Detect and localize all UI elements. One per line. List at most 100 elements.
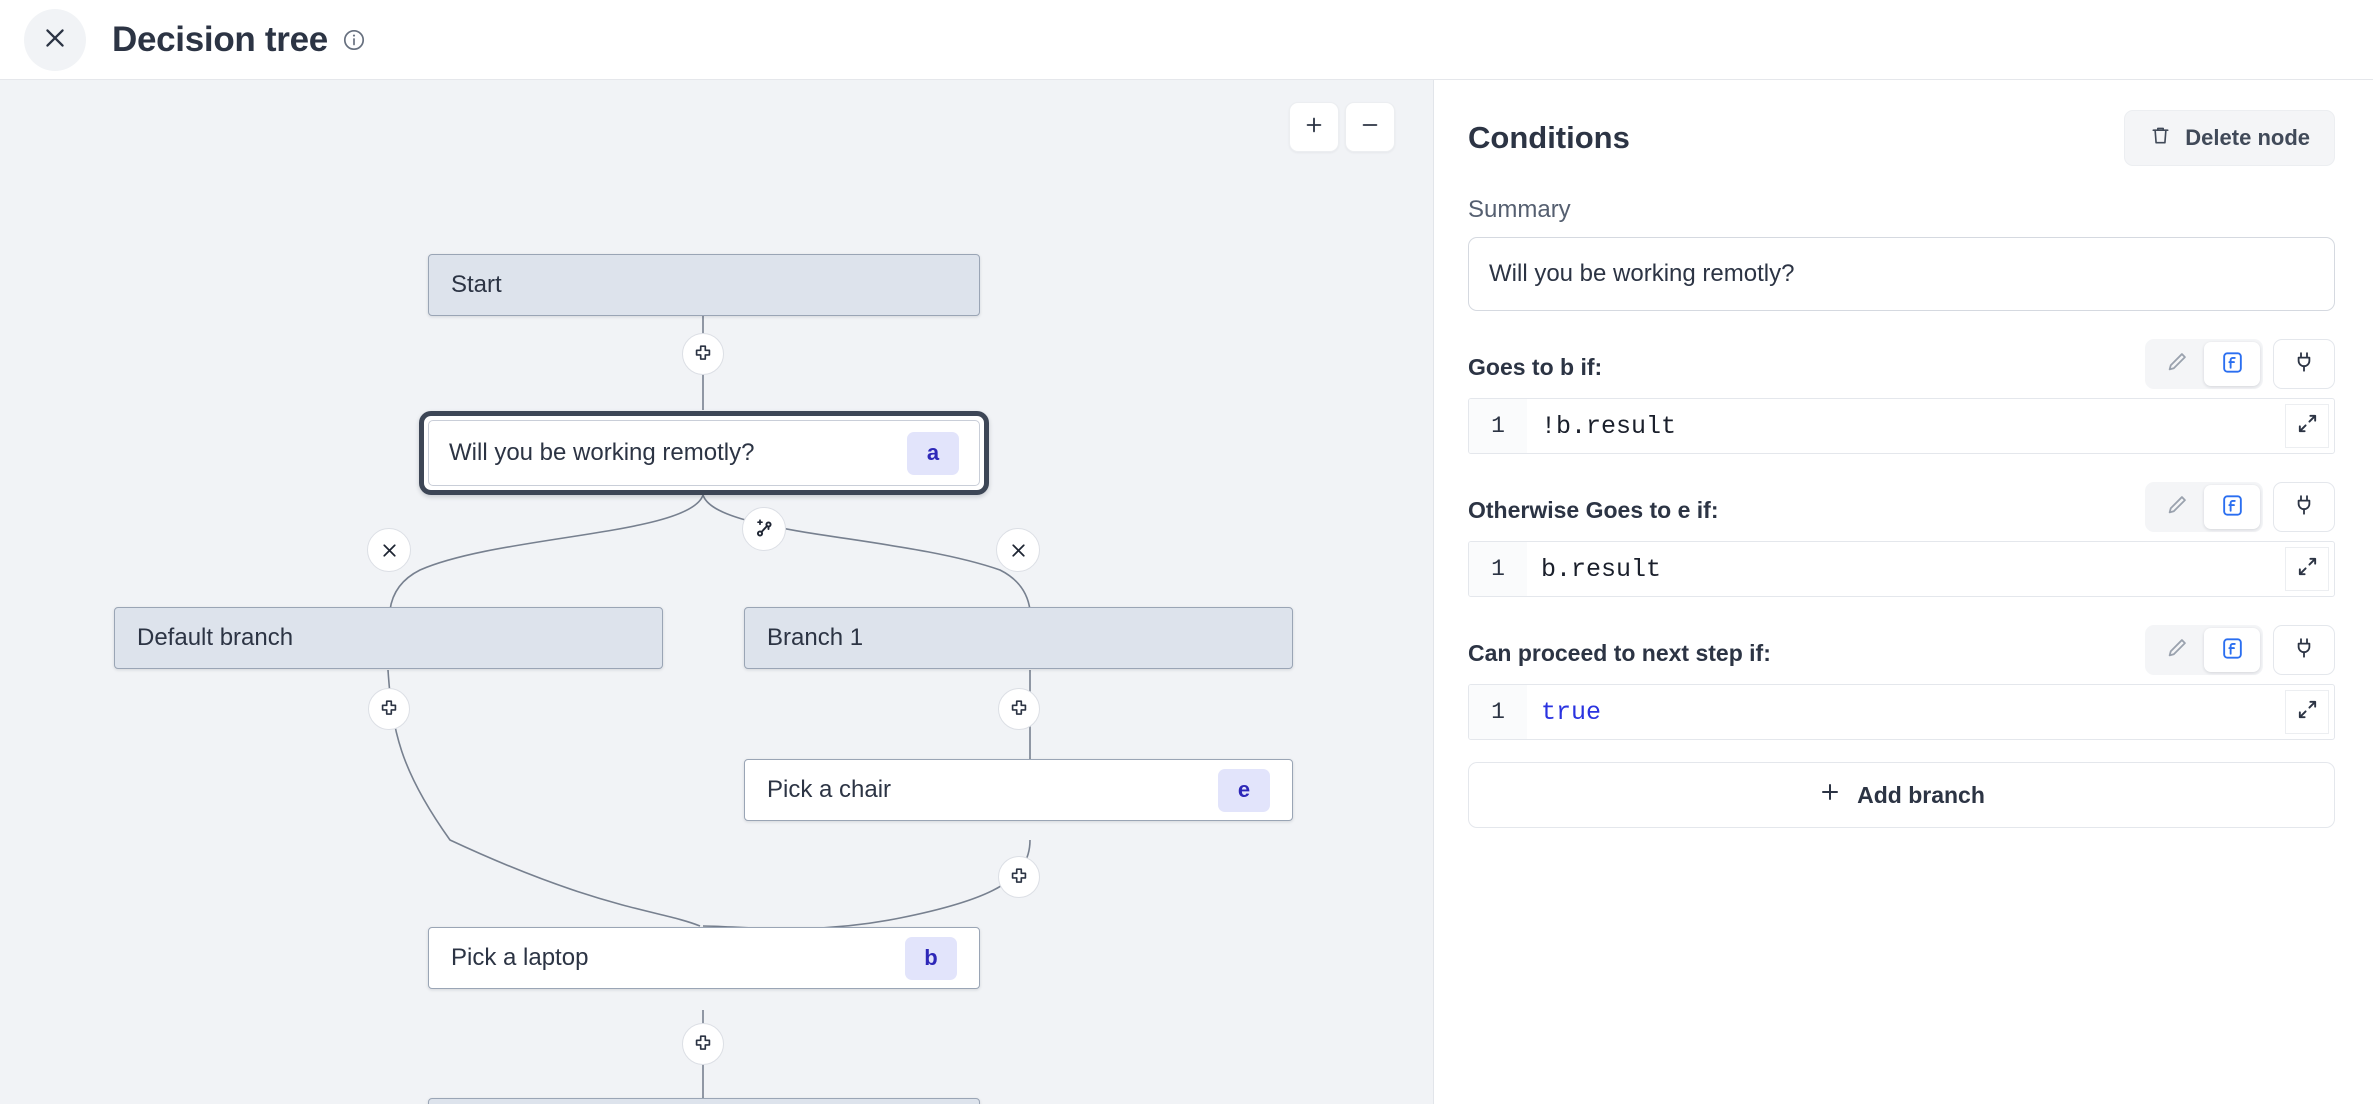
close-icon (1008, 540, 1029, 561)
summary-label: Summary (1468, 196, 1571, 223)
condition-label: Otherwise Goes to e if: (1468, 497, 1719, 523)
plus-icon (1008, 866, 1030, 888)
node-label: Default branch (137, 624, 294, 651)
close-icon (379, 540, 400, 561)
condition-tools (2145, 625, 2335, 675)
delete-node-button[interactable]: Delete node (2124, 110, 2335, 166)
code-content: true (1541, 697, 1602, 727)
flow-node-branch-1[interactable]: Branch 1 (744, 607, 1293, 669)
editor-mode-toggle (2145, 482, 2263, 532)
zoom-controls (1289, 102, 1395, 152)
node-label: Pick a chair (767, 776, 892, 803)
connect-resource-button[interactable] (2273, 625, 2335, 675)
node-label: Pick a laptop (451, 944, 589, 971)
node-badge: e (1218, 768, 1270, 812)
flow-node-pick-a-laptop[interactable]: Pick a laptop b (428, 927, 980, 989)
condition-tools (2145, 339, 2335, 389)
condition-block-2: Can proceed to next step if: (1468, 625, 2335, 740)
connect-resource-button[interactable] (2273, 339, 2335, 389)
code-content: !b.result (1541, 411, 1677, 441)
line-number: 1 (1469, 542, 1527, 596)
inspector-panel: Conditions Delete node Summary Goes to b… (1434, 80, 2373, 1104)
delete-node-label: Delete node (2185, 125, 2310, 150)
pencil-icon (2164, 350, 2189, 378)
expand-editor-button[interactable] (2285, 404, 2329, 448)
function-mode-button[interactable] (2204, 628, 2260, 672)
condition-label: Goes to b if: (1468, 354, 1603, 380)
function-icon (2220, 350, 2245, 378)
code-editor[interactable]: 1 !b.result (1468, 398, 2335, 454)
pencil-icon (2164, 636, 2189, 664)
plug-icon (2292, 493, 2316, 522)
node-label: Start (451, 271, 502, 298)
code-editor[interactable]: 1 b.result (1468, 541, 2335, 597)
expand-icon (2296, 412, 2319, 440)
add-branch-handle[interactable] (742, 507, 786, 551)
zoom-in-button[interactable] (1289, 102, 1339, 152)
node-label: Branch 1 (767, 624, 864, 651)
condition-label: Can proceed to next step if: (1468, 640, 1771, 666)
minus-icon (1359, 114, 1381, 141)
condition-tools (2145, 482, 2335, 532)
add-node-handle-pick-a-laptop[interactable] (682, 1023, 724, 1065)
add-branch-button[interactable]: Add branch (1468, 762, 2335, 828)
main-body: Start Will you be working remotly? a (0, 80, 2373, 1104)
summary-input[interactable] (1468, 237, 2335, 311)
flow-canvas[interactable]: Start Will you be working remotly? a (0, 80, 1434, 1104)
add-node-handle-pick-a-chair[interactable] (998, 856, 1040, 898)
condition-block-0: Goes to b if: (1468, 339, 2335, 454)
line-number: 1 (1469, 685, 1527, 739)
pencil-mode-button[interactable] (2148, 485, 2204, 529)
page-title: Decision tree (112, 19, 328, 59)
function-icon (2220, 493, 2245, 521)
inspector-title: Conditions (1468, 120, 1630, 155)
inspector-header: Conditions Delete node (1468, 110, 2335, 166)
plus-icon (378, 698, 400, 720)
line-number: 1 (1469, 399, 1527, 453)
trash-icon (2149, 124, 2172, 153)
flow-node-pick-a-chair[interactable]: Pick a chair e (744, 759, 1293, 821)
remove-branch-handle-branch1[interactable] (996, 528, 1040, 572)
node-badge: b (905, 936, 957, 980)
pencil-icon (2164, 493, 2189, 521)
node-badge: a (907, 431, 959, 475)
flow-node-end[interactable]: End (428, 1098, 980, 1104)
close-button[interactable] (24, 8, 86, 71)
flow-node-a-selected[interactable]: Will you be working remotly? a (419, 411, 989, 495)
zoom-out-button[interactable] (1345, 102, 1395, 152)
flow-node-default-branch[interactable]: Default branch (114, 607, 663, 669)
pencil-mode-button[interactable] (2148, 342, 2204, 386)
branch-plus-icon (752, 517, 776, 541)
expand-editor-button[interactable] (2285, 547, 2329, 591)
plus-icon (1818, 780, 1842, 810)
expand-icon (2296, 698, 2319, 726)
add-node-handle-start[interactable] (682, 333, 724, 375)
function-mode-button[interactable] (2204, 342, 2260, 386)
info-icon[interactable] (342, 28, 366, 52)
expand-editor-button[interactable] (2285, 690, 2329, 734)
code-editor[interactable]: 1 true (1468, 684, 2335, 740)
add-node-handle-branch-1[interactable] (998, 688, 1040, 730)
expand-icon (2296, 555, 2319, 583)
add-node-handle-default-branch[interactable] (368, 688, 410, 730)
editor-mode-toggle (2145, 339, 2263, 389)
plus-icon (692, 1033, 714, 1055)
plug-icon (2292, 350, 2316, 379)
code-content: b.result (1541, 554, 1662, 584)
plus-icon (1008, 698, 1030, 720)
connect-resource-button[interactable] (2273, 482, 2335, 532)
flow-node-start[interactable]: Start (428, 254, 980, 316)
app-header: Decision tree (0, 0, 2373, 80)
node-label: Will you be working remotly? (449, 439, 755, 466)
pencil-mode-button[interactable] (2148, 628, 2204, 672)
plug-icon (2292, 636, 2316, 665)
add-branch-label: Add branch (1857, 781, 1985, 808)
editor-mode-toggle (2145, 625, 2263, 675)
plus-icon (692, 343, 714, 365)
close-icon (42, 25, 68, 54)
plus-icon (1303, 114, 1325, 141)
condition-block-1: Otherwise Goes to e if: (1468, 482, 2335, 597)
function-mode-button[interactable] (2204, 485, 2260, 529)
function-icon (2220, 636, 2245, 664)
remove-branch-handle-default[interactable] (367, 528, 411, 572)
